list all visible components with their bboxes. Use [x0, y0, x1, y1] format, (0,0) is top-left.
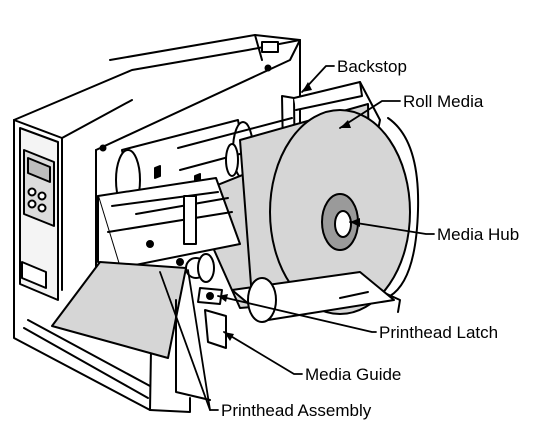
leader-arrowheads	[218, 82, 360, 341]
label-printhead-assembly: Printhead Assembly	[221, 401, 372, 420]
leader-lines	[159, 65, 435, 411]
label-backstop: Backstop	[337, 57, 407, 76]
label-printhead-latch: Printhead Latch	[379, 323, 499, 342]
printhead-latch	[197, 287, 223, 305]
roll-media	[189, 103, 420, 315]
control-panel	[21, 149, 55, 289]
label-media-hub: Media Hub	[437, 225, 520, 244]
label-media-guide: Media Guide	[305, 365, 402, 384]
label-roll-media: Roll Media	[403, 92, 484, 111]
printhead-assembly	[97, 177, 241, 283]
media-strip	[51, 261, 187, 359]
base-plate	[231, 271, 395, 323]
media-guide	[175, 299, 227, 401]
